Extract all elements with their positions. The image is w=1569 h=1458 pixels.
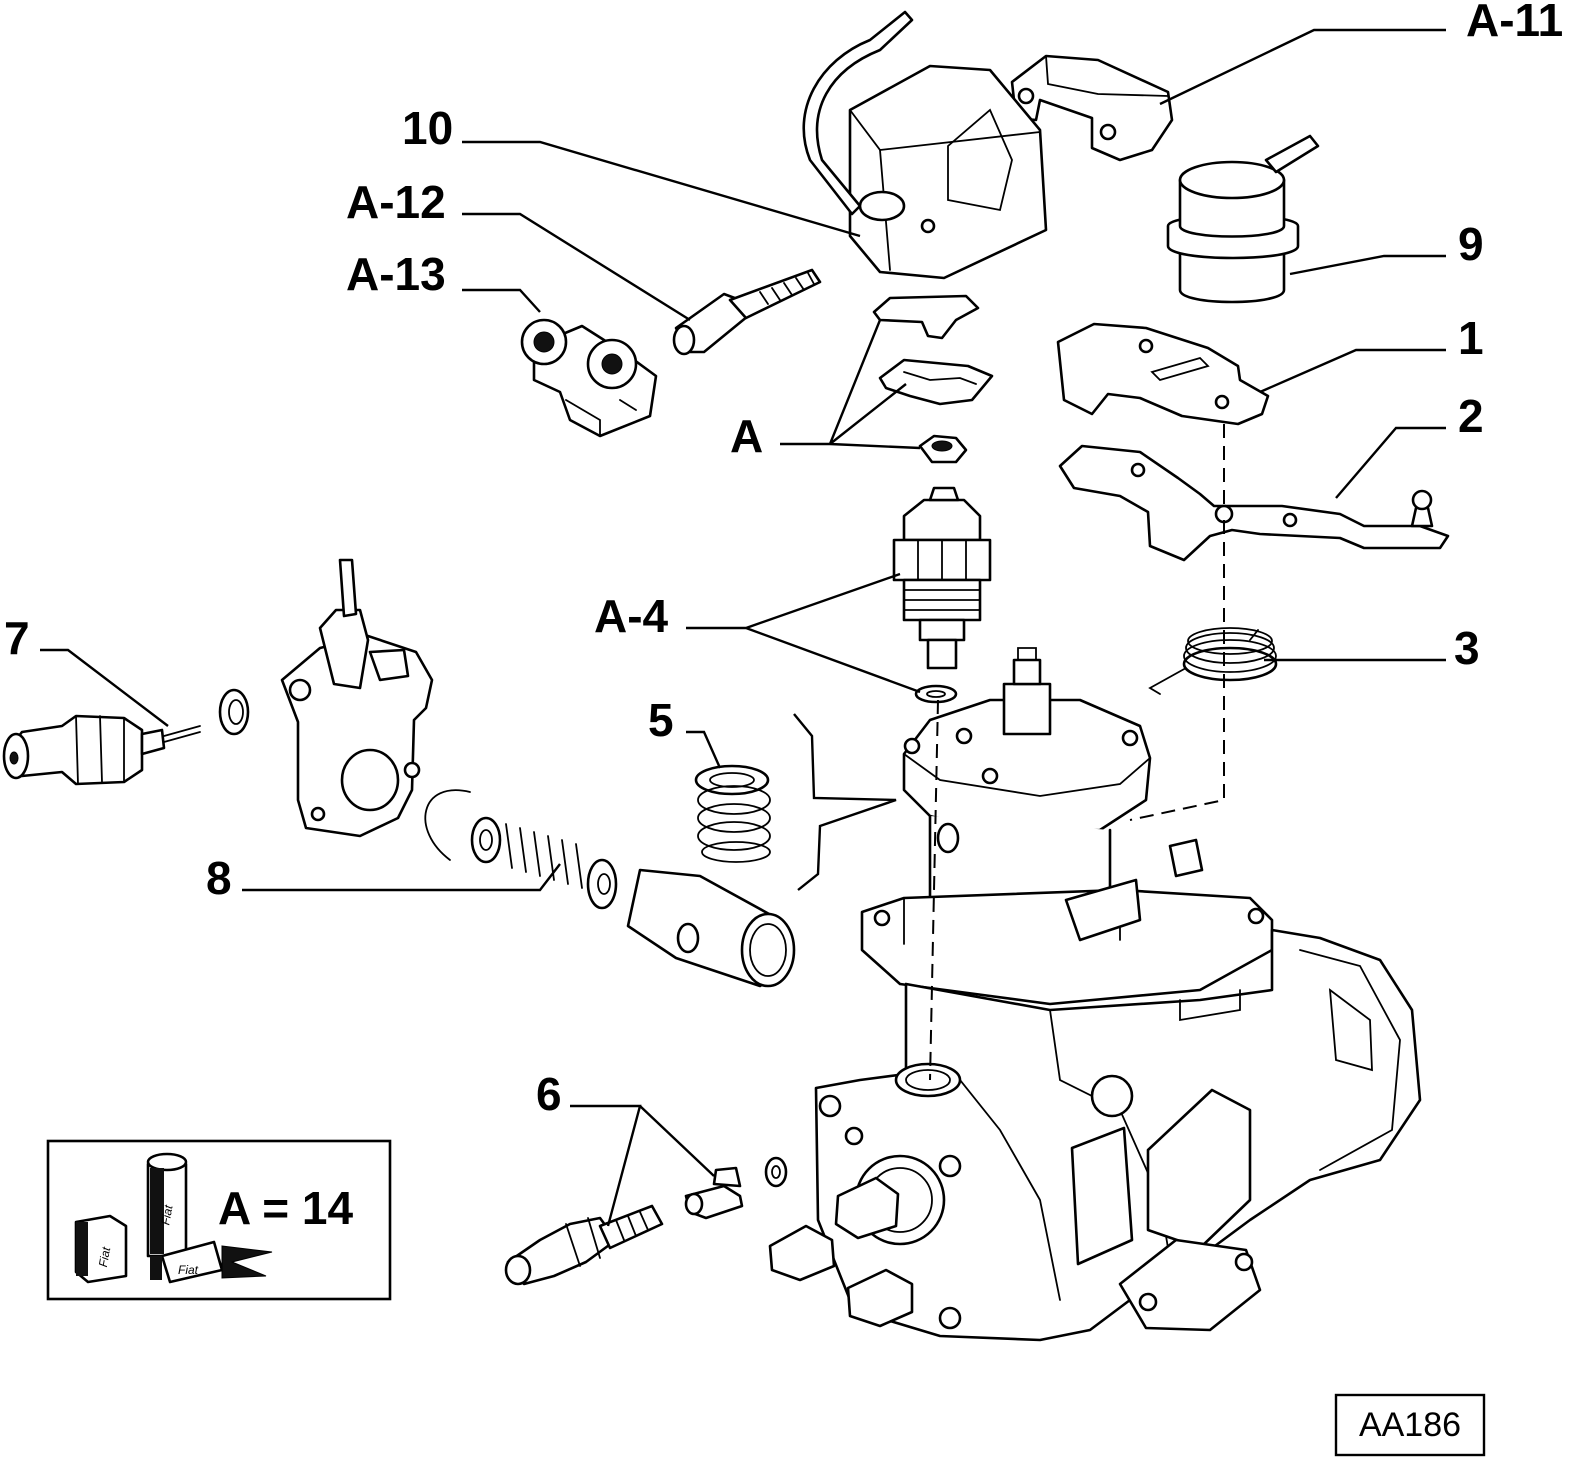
bracket-part-5 xyxy=(793,713,897,891)
part-a4-valve xyxy=(892,486,992,704)
callout-labels: A-11 10 A-12 A-13 9 1 2 A A-4 3 7 5 8 6 xyxy=(4,0,1563,1120)
part-5-spring xyxy=(694,764,771,863)
reference-code: AA186 xyxy=(1359,1406,1461,1444)
part-a11-bracket xyxy=(1010,54,1174,162)
svg-text:Fiat: Fiat xyxy=(158,1203,175,1226)
callout-7: 7 xyxy=(4,612,30,664)
legend-box: Fiat Fiat Fiat A = 14 xyxy=(46,1139,392,1301)
assembly-lines xyxy=(929,424,1225,1081)
callout-5: 5 xyxy=(648,694,674,746)
part-6-screw xyxy=(504,1156,788,1286)
callout-3: 3 xyxy=(1454,622,1480,674)
callout-1: 1 xyxy=(1458,312,1484,364)
legend-brand: Fiat xyxy=(178,1263,199,1277)
part-9-cap xyxy=(1166,134,1320,304)
part-7-sensor xyxy=(2,688,250,786)
callout-10: 10 xyxy=(402,102,453,154)
pump-body xyxy=(768,647,1422,1342)
part-3-spring xyxy=(1148,627,1278,695)
part-a13-rollers xyxy=(520,318,658,438)
callout-a11: A-11 xyxy=(1466,0,1563,46)
part-a12-stud xyxy=(672,268,822,356)
svg-text:Fiat: Fiat xyxy=(96,1245,113,1268)
leader-lines xyxy=(40,28,1446,1227)
reference-code-box: AA186 xyxy=(1334,1393,1486,1457)
legend-text: A = 14 xyxy=(218,1182,354,1234)
part-2-lever xyxy=(1058,444,1450,562)
callout-9: 9 xyxy=(1458,218,1484,270)
callout-6: 6 xyxy=(536,1068,562,1120)
callout-a12: A-12 xyxy=(346,176,446,228)
part-10-solenoid xyxy=(802,10,1048,280)
callout-a4: A-4 xyxy=(594,590,669,642)
callout-a13: A-13 xyxy=(346,248,446,300)
fiat-products-icon: Fiat Fiat Fiat xyxy=(74,1152,273,1284)
part-a-plates xyxy=(872,294,994,464)
callout-8: 8 xyxy=(206,852,232,904)
part-8-assembly xyxy=(424,789,796,988)
callout-a: A xyxy=(730,410,763,462)
part-1-plate xyxy=(1056,322,1270,426)
part-flange-housing xyxy=(280,558,434,838)
callout-2: 2 xyxy=(1458,390,1484,442)
